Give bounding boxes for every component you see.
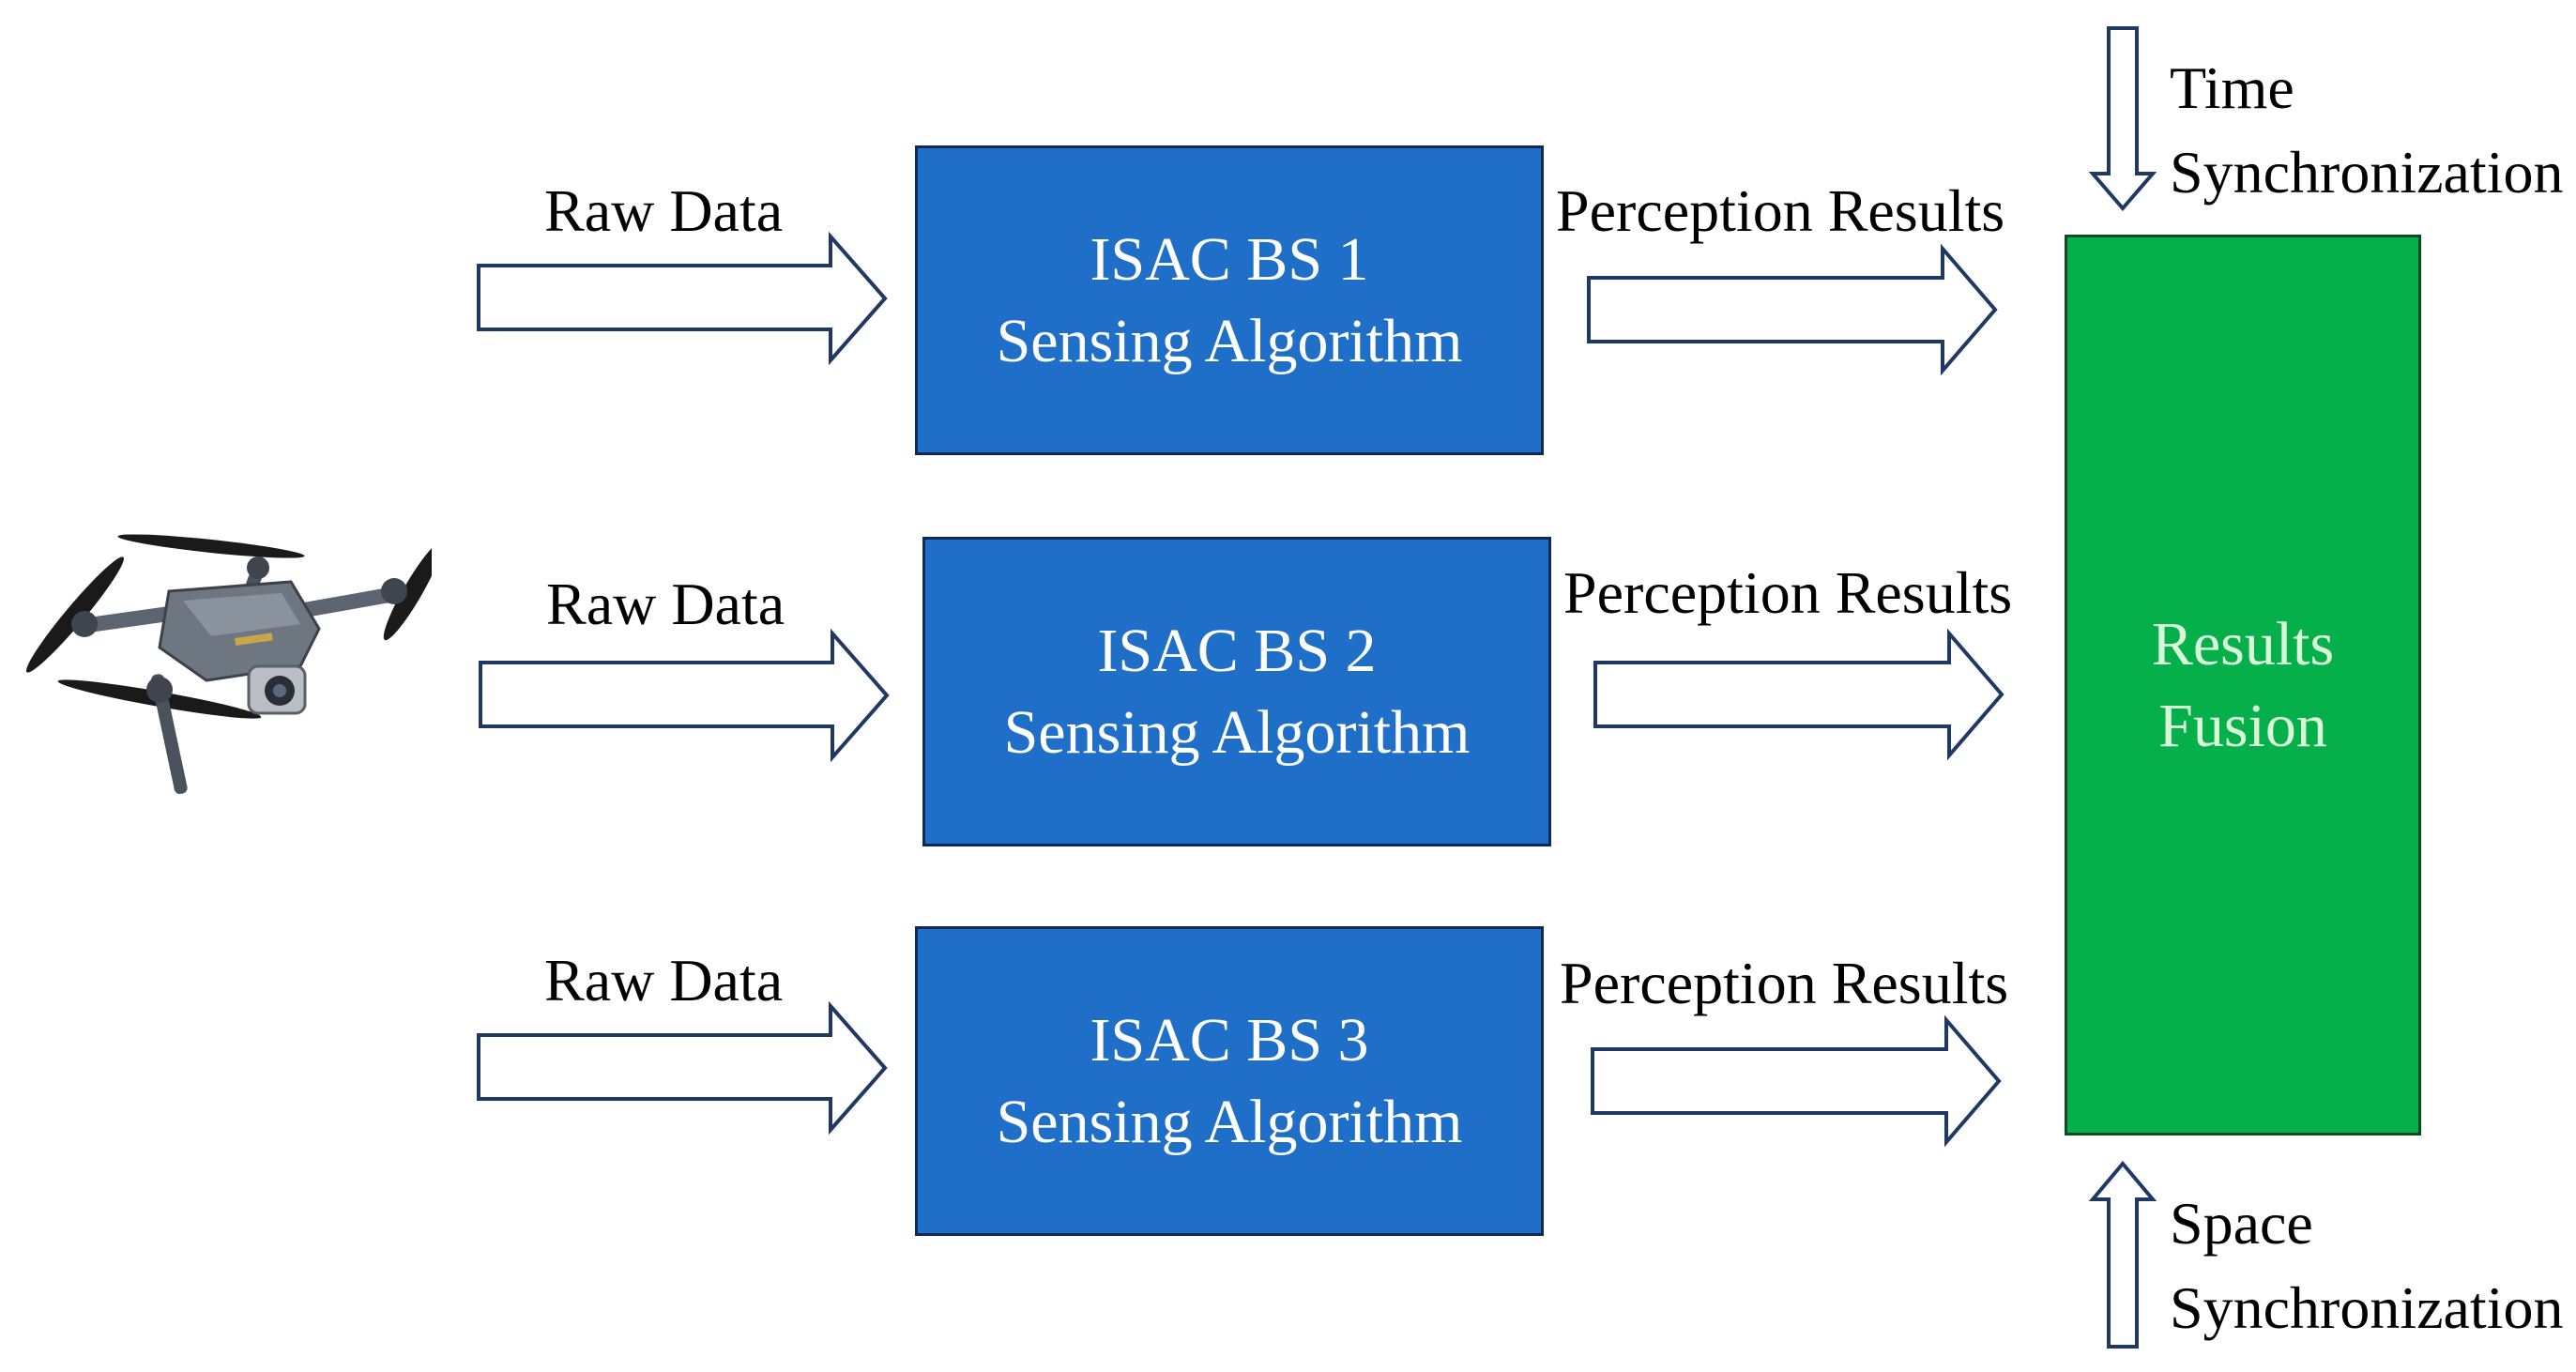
- raw-data-label-3: Raw Data: [544, 947, 784, 1014]
- isac-bs-3-box: ISAC BS 3 Sensing Algorithm: [915, 926, 1544, 1236]
- results-fusion-box: Results Fusion: [2065, 235, 2421, 1136]
- perception-results-label-2: Perception Results: [1563, 559, 2013, 626]
- time-sync-label-line1: Time: [2170, 54, 2294, 121]
- isac-bs-2-box: ISAC BS 2 Sensing Algorithm: [922, 537, 1551, 846]
- perception-results-label-3: Perception Results: [1560, 950, 2009, 1016]
- isac-bs-1-title: ISAC BS 1: [1090, 224, 1369, 294]
- time-sync-label-line2: Synchronization: [2170, 139, 2564, 206]
- isac-bs-1-box: ISAC BS 1 Sensing Algorithm: [915, 145, 1544, 455]
- results-fusion-subtitle: Fusion: [2158, 692, 2327, 760]
- raw-data-label-1: Raw Data: [544, 177, 784, 244]
- isac-bs-1-subtitle: Sensing Algorithm: [996, 307, 1463, 375]
- results-fusion-title: Results: [2151, 609, 2335, 678]
- perception-results-label-1: Perception Results: [1556, 177, 2005, 244]
- isac-bs-2-subtitle: Sensing Algorithm: [1003, 698, 1471, 767]
- isac-bs-2-title: ISAC BS 2: [1097, 616, 1377, 685]
- raw-data-label-2: Raw Data: [546, 571, 785, 637]
- space-sync-label-line2: Synchronization: [2170, 1274, 2564, 1341]
- quadcopter-drone-icon: [26, 534, 432, 795]
- isac-bs-3-title: ISAC BS 3: [1090, 1005, 1369, 1075]
- space-sync-label-line1: Space: [2170, 1190, 2313, 1257]
- isac-bs-3-subtitle: Sensing Algorithm: [996, 1088, 1463, 1156]
